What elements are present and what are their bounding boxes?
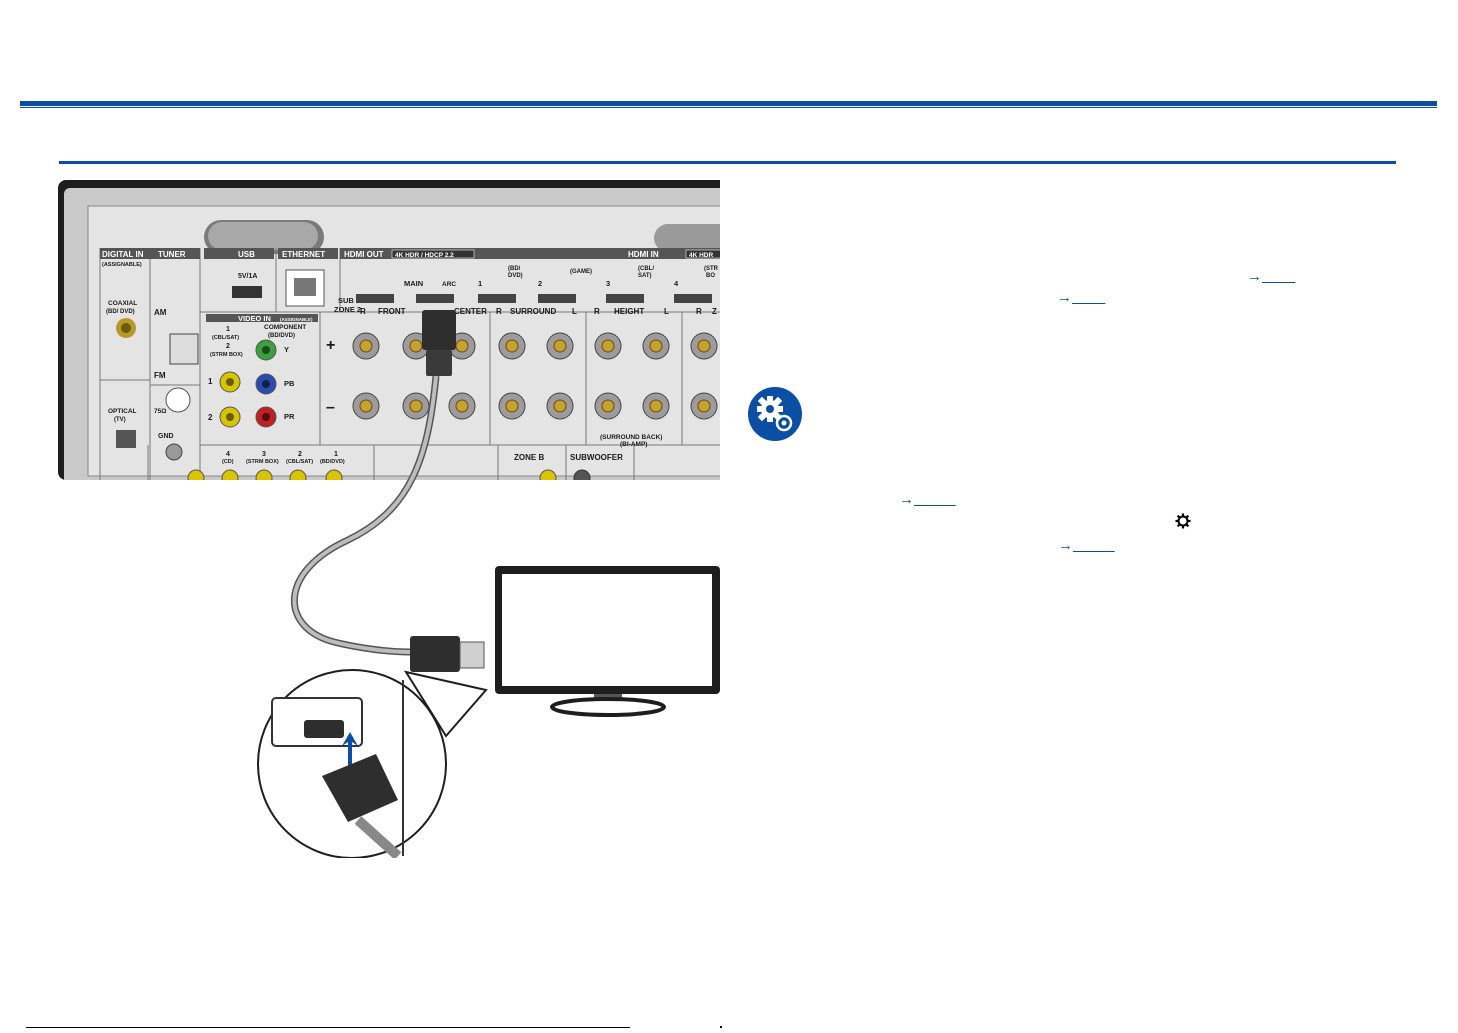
svg-text:ZONE B: ZONE B (514, 453, 544, 462)
svg-text:GND: GND (158, 433, 174, 440)
svg-text:ZONE 2: ZONE 2 (334, 305, 361, 314)
svg-text:4K HDR / HDCP 2.2: 4K HDR / HDCP 2.2 (395, 252, 454, 259)
svg-text:PB: PB (284, 379, 295, 388)
svg-text:(BD/ DVD): (BD/ DVD) (106, 309, 135, 315)
footer-tick (720, 1026, 722, 1028)
svg-text:COMPONENT: COMPONENT (264, 324, 306, 331)
svg-text:OPTICAL: OPTICAL (108, 408, 137, 415)
svg-text:(CBL/SAT): (CBL/SAT) (212, 335, 239, 341)
svg-text:SUBWOOFER: SUBWOOFER (570, 453, 623, 462)
svg-text:+: + (326, 337, 335, 354)
svg-text:HDMI IN: HDMI IN (628, 250, 659, 259)
svg-text:HEIGHT: HEIGHT (614, 307, 644, 316)
svg-text:ARC: ARC (442, 281, 456, 288)
svg-text:L: L (572, 307, 577, 316)
svg-text:(CBL/SAT): (CBL/SAT) (286, 459, 313, 465)
svg-text:(BD/: (BD/ (508, 266, 521, 272)
svg-text:1: 1 (208, 377, 213, 386)
svg-text:MAIN: MAIN (404, 279, 423, 288)
svg-text:4: 4 (674, 279, 679, 288)
svg-text:(ASSIGNABLE): (ASSIGNABLE) (102, 262, 142, 268)
svg-text:(BI-AMP): (BI-AMP) (620, 441, 647, 448)
svg-text:AM: AM (154, 308, 167, 317)
gear-icon (1175, 513, 1191, 529)
svg-text:4: 4 (226, 451, 230, 458)
svg-text:TUNER: TUNER (158, 250, 186, 259)
svg-text:SURROUND: SURROUND (510, 307, 556, 316)
svg-text:ETHERNET: ETHERNET (282, 250, 325, 259)
page-reference-link-1[interactable]: → (1247, 268, 1262, 285)
svg-text:2: 2 (208, 413, 213, 422)
svg-text:COAXIAL: COAXIAL (108, 300, 137, 307)
svg-text:(STRM BOX): (STRM BOX) (246, 459, 279, 465)
header-rule (20, 101, 1437, 106)
svg-text:75Ω: 75Ω (154, 408, 166, 415)
receiver-to-tv-illustration: DIGITAL IN (ASSIGNABLE) TUNER USB ETHERN… (58, 180, 720, 860)
svg-text:SAT): SAT) (638, 273, 652, 279)
svg-text:1: 1 (226, 326, 230, 333)
svg-text:1: 1 (478, 279, 482, 288)
svg-text:(CD): (CD) (222, 459, 234, 465)
settings-gears-icon (748, 387, 802, 441)
svg-text:R: R (696, 307, 702, 316)
header-rule-thin (20, 107, 1437, 108)
svg-text:(ASSIGNABLE): (ASSIGNABLE) (280, 317, 313, 322)
svg-text:2: 2 (226, 343, 230, 350)
page-reference-link-2[interactable]: → (1057, 289, 1072, 306)
page-reference-link-3[interactable]: → (899, 491, 914, 508)
svg-text:CENTER: CENTER (454, 307, 487, 316)
svg-text:USB: USB (238, 250, 255, 259)
svg-text:–: – (326, 399, 335, 416)
svg-text:PR: PR (284, 412, 295, 421)
section-rule (59, 161, 1396, 164)
footer-rule (26, 1027, 630, 1028)
svg-text:2: 2 (538, 279, 542, 288)
svg-text:FM: FM (154, 371, 166, 380)
svg-text:5V/1A: 5V/1A (238, 273, 257, 280)
svg-text:R: R (496, 307, 502, 316)
page-reference-link-4[interactable]: → (1058, 537, 1073, 554)
svg-text:SUB: SUB (338, 296, 354, 305)
svg-text:Y: Y (284, 345, 289, 354)
svg-text:R: R (594, 307, 600, 316)
svg-text:(BD/DVD): (BD/DVD) (320, 459, 345, 465)
rear-panel: DIGITAL IN (ASSIGNABLE) TUNER USB ETHERN… (58, 180, 720, 480)
svg-text:Z: Z (712, 307, 717, 316)
svg-text:(GAME): (GAME) (570, 269, 592, 275)
label-digital-in: DIGITAL IN (102, 250, 144, 259)
svg-text:VIDEO IN: VIDEO IN (238, 314, 271, 323)
svg-text:R: R (360, 307, 366, 316)
svg-text:(BD/DVD): (BD/DVD) (268, 333, 295, 339)
svg-text:DVD): DVD) (508, 273, 523, 279)
svg-text:L: L (664, 307, 669, 316)
svg-text:(CBL/: (CBL/ (638, 266, 654, 272)
svg-text:2: 2 (298, 451, 302, 458)
svg-text:(STR: (STR (704, 266, 719, 272)
svg-text:(TV): (TV) (114, 417, 126, 423)
tv-illustration (495, 566, 720, 717)
svg-text:(STRM BOX): (STRM BOX) (210, 352, 243, 358)
svg-text:BO: BO (706, 273, 715, 279)
svg-text:HDMI OUT: HDMI OUT (344, 250, 384, 259)
svg-text:4K HDR: 4K HDR (689, 252, 714, 259)
hdmi-connector-zoom-callout (257, 669, 488, 860)
svg-text:3: 3 (606, 279, 610, 288)
svg-text:(SURROUND BACK): (SURROUND BACK) (600, 434, 662, 441)
svg-text:FRONT: FRONT (378, 307, 406, 316)
svg-text:1: 1 (334, 451, 338, 458)
hdmi-cable (291, 310, 485, 672)
svg-text:3: 3 (262, 451, 266, 458)
